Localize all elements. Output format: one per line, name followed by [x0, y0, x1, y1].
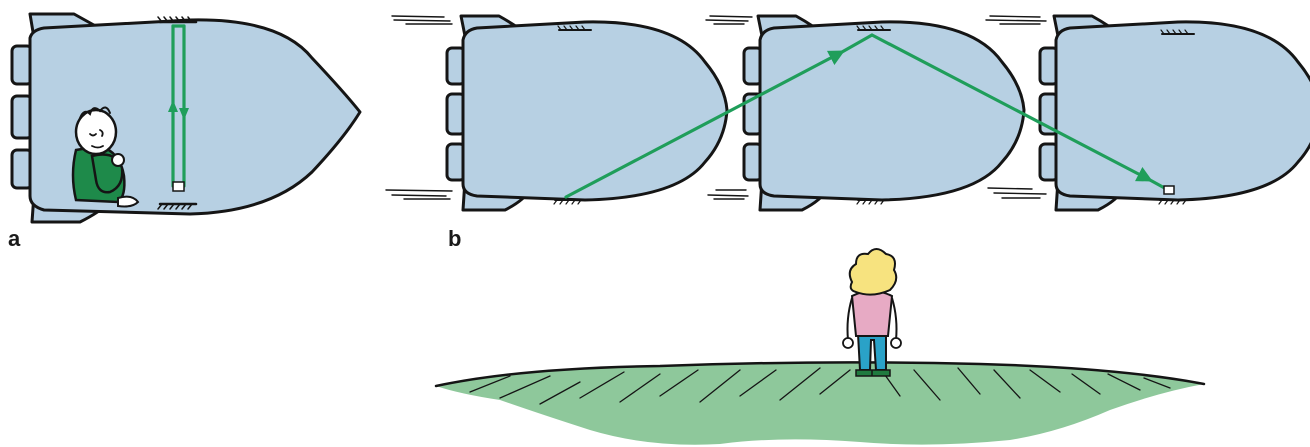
panel-label-a: a	[8, 226, 21, 251]
light-source	[172, 181, 185, 192]
rocket-ship-2-icon	[742, 14, 1026, 212]
top-mirror	[157, 16, 198, 24]
light-source	[1163, 185, 1175, 195]
rocket-ship-icon	[10, 12, 362, 224]
observer-icon	[842, 248, 902, 377]
light-beam-vertical	[168, 24, 189, 192]
ground-icon	[434, 361, 1206, 445]
rocket-ship-1-icon	[445, 14, 729, 212]
panel-label-b: b	[448, 226, 461, 251]
motion-lines	[385, 15, 1047, 200]
up-arrow-icon	[168, 100, 178, 112]
bottom-mirror	[157, 202, 198, 210]
rocket-ship-3-icon	[1038, 14, 1310, 212]
down-arrow-icon	[179, 108, 189, 120]
passenger-icon	[71, 106, 140, 208]
light-beam-diagonal	[564, 33, 1175, 199]
panel-b: b	[385, 14, 1310, 251]
panel-a: a	[8, 12, 362, 251]
